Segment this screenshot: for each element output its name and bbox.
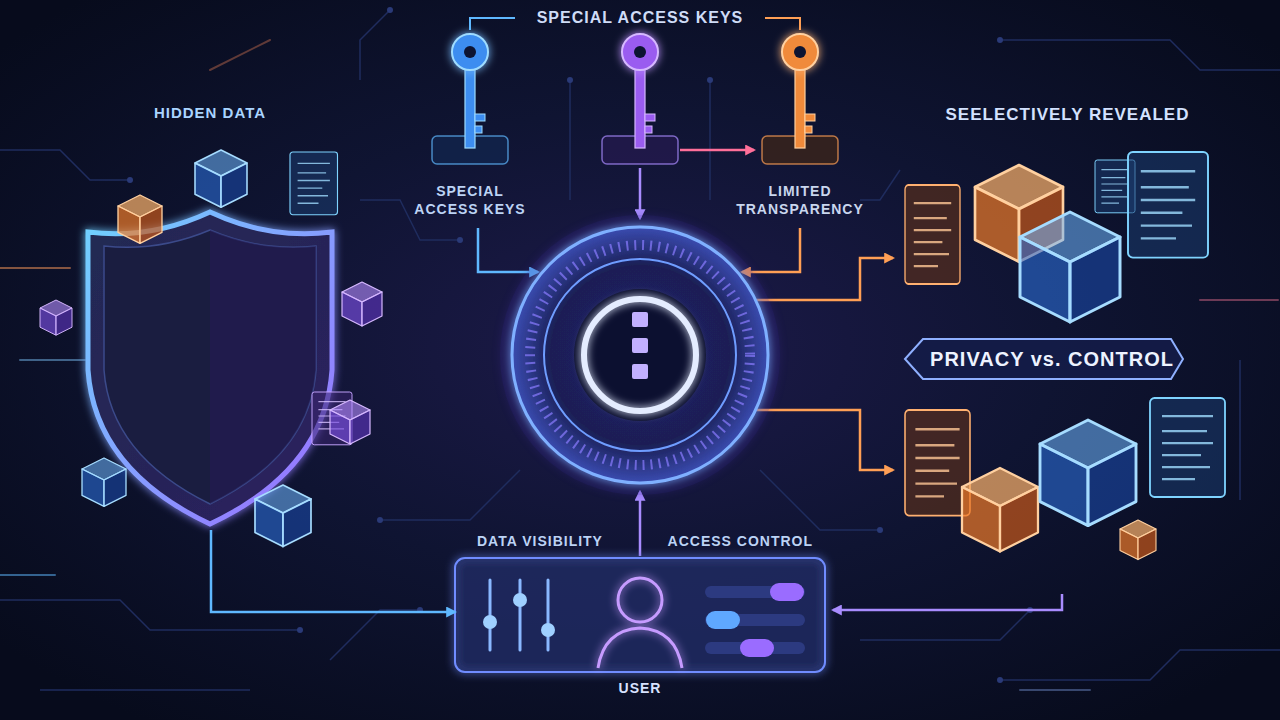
revealed-group: SEELECTIVELY REVEALED	[895, 100, 1242, 335]
node-label: LIMITED TRANSPARENCY	[735, 183, 865, 218]
key-node: LIMITED TRANSPARENCY	[735, 35, 867, 225]
node-label: SEELECTIVELY REVEALED	[895, 104, 1240, 125]
circuit-traces	[0, 10, 1280, 690]
flow-connector	[211, 530, 455, 612]
user-panel-node: DATA VISIBILITYACCESS CONTROL USER	[455, 528, 827, 706]
privacy-banner: PRIVACY vs. CONTROL	[905, 336, 1185, 382]
revealed-data-bottom	[905, 398, 1225, 560]
node-text: USER	[455, 680, 825, 698]
data-cubes-left	[40, 150, 382, 547]
revealed-data-top	[905, 152, 1208, 322]
node-text: ACCESS CONTROL	[651, 533, 813, 551]
user-panel	[455, 558, 825, 672]
node-label: SPECIAL ACCESS KEYS	[411, 183, 529, 218]
node-label: DATA VISIBILITY	[477, 533, 647, 551]
node-label: HIDDEN DATA	[70, 104, 350, 123]
group-heading: SPECIAL ACCESS KEYS	[520, 8, 760, 28]
key-node: SPECIAL ACCESS KEYS	[405, 35, 535, 225]
node-label: PRIVACY vs. CONTROL	[927, 347, 1177, 372]
light-streaks	[0, 40, 1278, 690]
access-keys	[432, 34, 838, 164]
shield-node: HIDDEN DATA	[70, 100, 352, 530]
banner-outline	[905, 339, 1183, 379]
central-hub	[500, 215, 780, 495]
